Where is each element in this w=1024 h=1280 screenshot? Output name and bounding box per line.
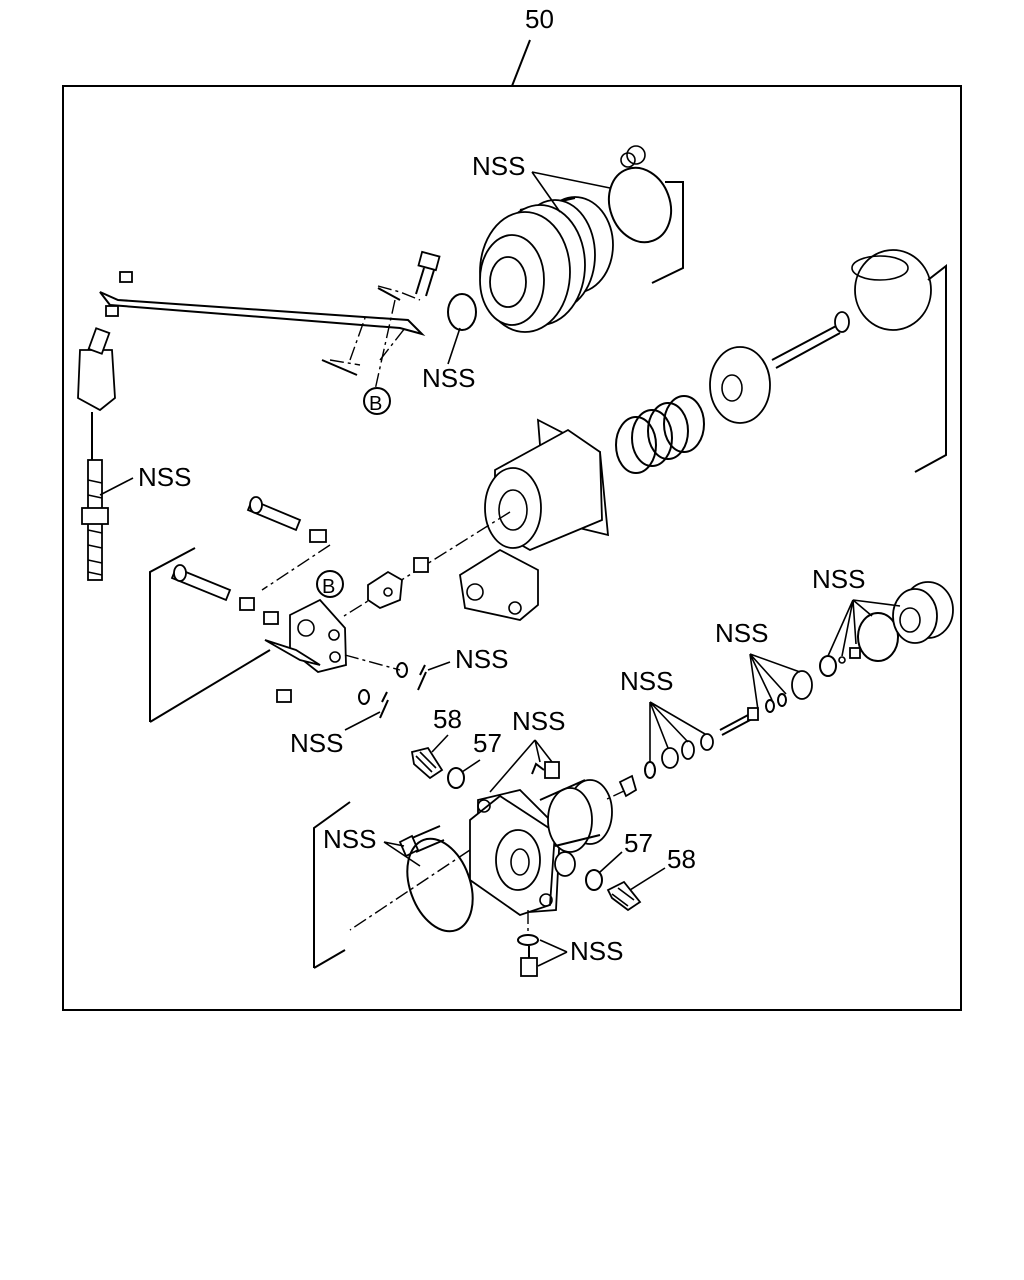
cable-threaded-rod (81, 459, 109, 581)
lever-group-bracket-bottom (149, 649, 271, 723)
clamp-bracket-line (651, 181, 684, 284)
flange-group-bracket-bottom (313, 949, 346, 969)
end-cap (819, 581, 954, 677)
push-rod (771, 311, 850, 369)
clevis-pin-dashline (261, 544, 331, 591)
part-57-left-leader (461, 759, 481, 773)
cover-axis-dashline (349, 849, 471, 931)
nss-cable-leader (99, 477, 134, 496)
piston-seals (644, 733, 714, 779)
nss-cap-washers-label: NSS (512, 706, 565, 736)
master-cylinder-body (484, 418, 610, 552)
assembly-number-label: 50 (525, 4, 554, 34)
drain-plug (517, 934, 539, 977)
pin-axis-dashline (344, 654, 401, 671)
actuating-lever (99, 271, 426, 376)
return-spring (615, 395, 705, 474)
ref-b-top-label: B (369, 393, 382, 415)
part-58-right-label: 58 (667, 844, 696, 874)
clevis-pins (170, 496, 327, 625)
top-oring (447, 293, 477, 331)
valve-stem (719, 670, 813, 736)
cap-washers (531, 761, 560, 779)
lever-nut (413, 557, 429, 573)
flange-axis-dashline (604, 789, 627, 801)
assembly-leader-line (511, 39, 531, 87)
nss-clevis-pin-leader (427, 661, 451, 671)
lever-ref-dashline (374, 299, 396, 391)
ref-b-lever-label: B (322, 576, 335, 598)
nss-clevis-pin-label: NSS (455, 644, 508, 674)
part-57-right-label: 57 (624, 828, 653, 858)
lever-group-bracket-left (149, 547, 196, 722)
top-bolt (415, 250, 441, 297)
dust-cup (851, 249, 932, 331)
cable-yoke (77, 327, 116, 470)
nss-mounting-bolt-cover-label: NSS (323, 824, 376, 854)
flange-group-bracket-left (313, 801, 351, 968)
nss-drain-plug-leader (537, 939, 568, 967)
nss-diaphragm-clamp-leader (531, 171, 611, 213)
nss-oring-top-label: NSS (422, 363, 475, 393)
diaphragm-housing (479, 196, 614, 333)
assembly-frame (62, 85, 962, 1011)
mounting-bolt (398, 825, 445, 858)
nss-valve-stem-label: NSS (715, 618, 768, 648)
nss-mounting-bolt-cover-leader (383, 841, 421, 867)
nss-diaphragm-clamp-label: NSS (472, 151, 525, 181)
nss-cotter-pin-label: NSS (290, 728, 343, 758)
nss-cap-washers-leader (489, 739, 553, 793)
part-58-right-leader (629, 867, 666, 891)
nss-piston-seals-label: NSS (620, 666, 673, 696)
bleeder-58-right (606, 880, 642, 912)
part-58-left-leader (431, 734, 449, 753)
mounting-bracket (459, 548, 539, 621)
part-57-left-label: 57 (473, 728, 502, 758)
clevis-lever (264, 598, 347, 703)
spring-retainer-plate (709, 346, 771, 424)
nss-cotter-pin-leader (344, 711, 381, 731)
nss-drain-plug-label: NSS (570, 936, 623, 966)
nss-cable-label: NSS (138, 462, 191, 492)
nss-end-cap-leader (827, 599, 901, 657)
washers-and-cotters (358, 662, 427, 719)
flange-housing (469, 779, 613, 916)
pin-block (367, 570, 403, 610)
part-57-right-leader (599, 851, 623, 873)
check-valve-small (618, 774, 638, 798)
dust-cup-bracket-line (914, 263, 947, 473)
bleeder-58-left (410, 746, 444, 780)
washer-57-left (447, 767, 465, 789)
ref-b-top-circle (363, 387, 391, 415)
diaphragm-cover (406, 837, 474, 933)
nss-valve-stem-leader (749, 653, 801, 711)
nss-oring-top-leader (447, 327, 461, 365)
nss-piston-seals-leader (649, 701, 706, 762)
ref-b-lever-circle (316, 570, 344, 598)
nss-end-cap-label: NSS (812, 564, 865, 594)
clamp-ring (607, 145, 673, 244)
part-58-left-label: 58 (433, 704, 462, 734)
washer-57-right (585, 869, 603, 891)
